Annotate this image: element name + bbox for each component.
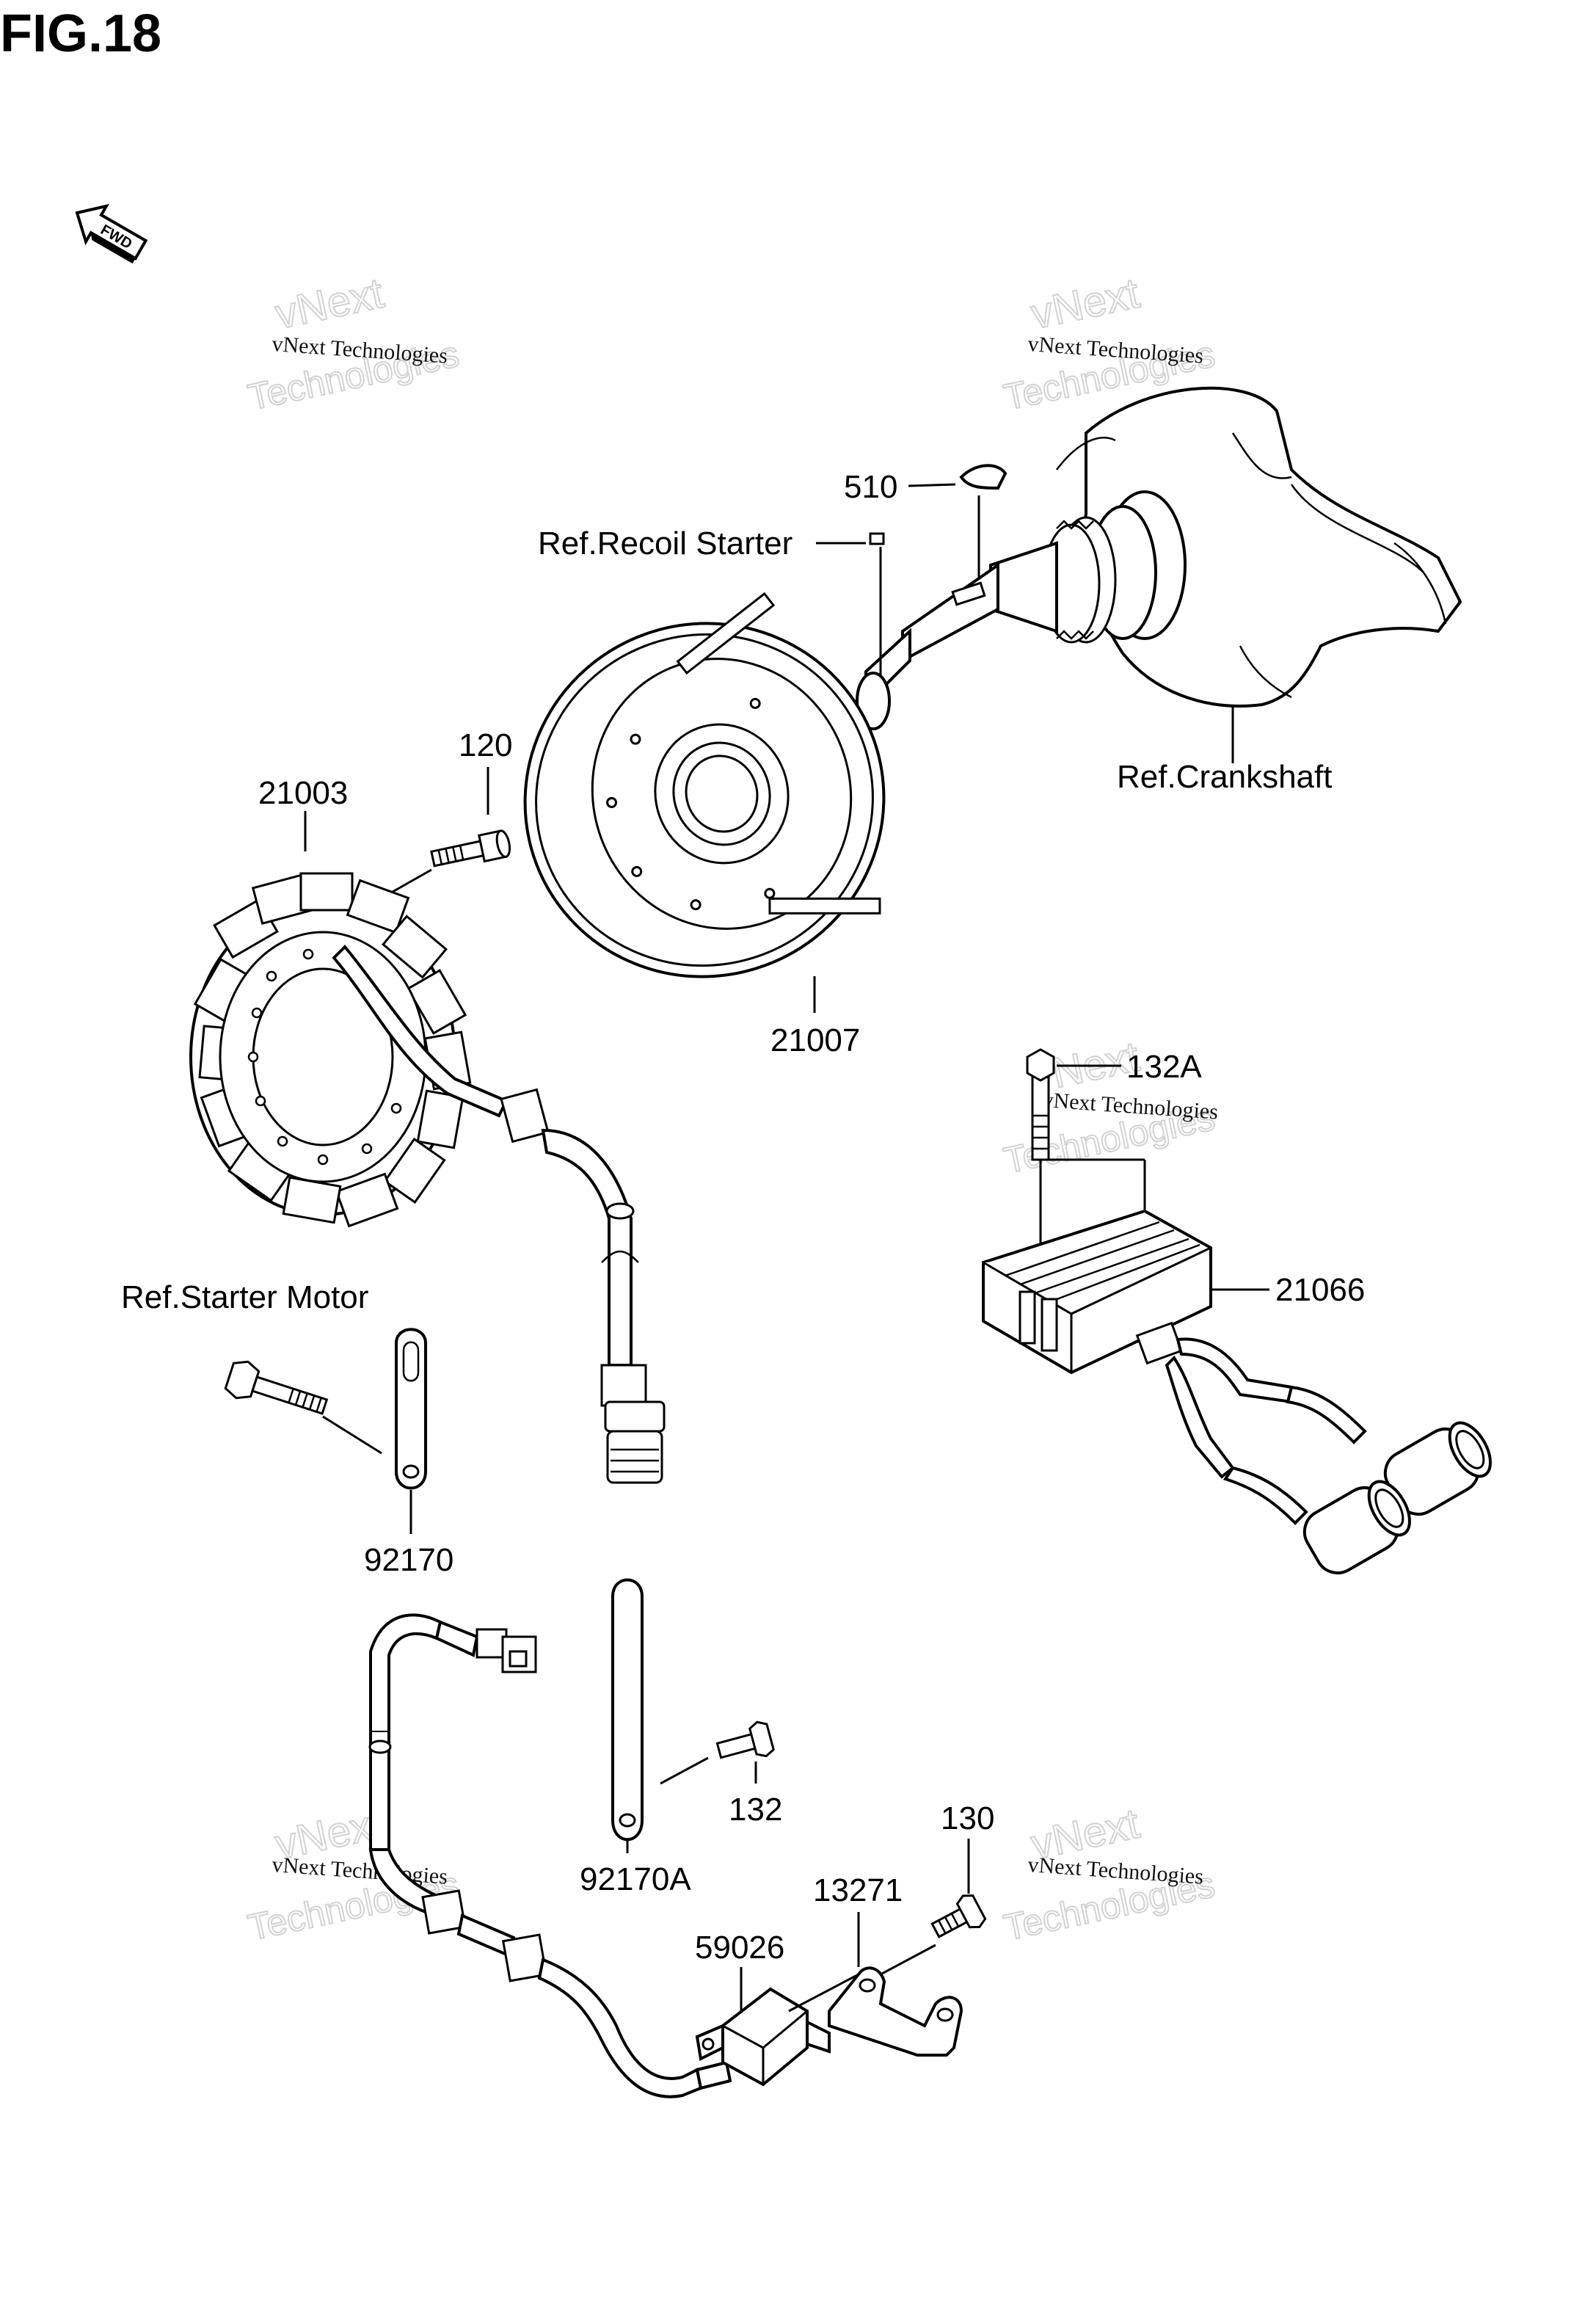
- bolt-130: [930, 1894, 987, 1938]
- fwd-arrow-icon: FWD: [75, 203, 148, 264]
- callout-120: 120: [459, 727, 512, 763]
- callout-92170a: 92170A: [580, 1861, 691, 1897]
- regulator-rectifier-21066: [982, 1158, 1492, 1574]
- callout-21003: 21003: [258, 775, 348, 811]
- callout-130: 130: [941, 1800, 994, 1836]
- leader-starter-motor: [322, 1415, 382, 1455]
- callout-recoil-starter: Ref.Recoil Starter: [538, 526, 792, 561]
- stator-21003: [189, 872, 666, 1484]
- leader-13271-bolt: [880, 1944, 936, 1976]
- bolt-132: [715, 1720, 775, 1759]
- leader-510: [908, 483, 956, 487]
- callout-21007: 21007: [770, 1022, 860, 1058]
- watermark-outline-top: vNext: [272, 269, 388, 338]
- starter-motor-bolt: [224, 1360, 329, 1415]
- pickup-harness: [368, 1613, 831, 2098]
- figure-title: FIG.18: [0, 4, 161, 63]
- callout-21066: 21066: [1275, 1272, 1365, 1308]
- leader-59026-bracket: [788, 1973, 859, 2013]
- watermark-outline-top: vNext: [1027, 269, 1144, 338]
- bolt-120: [430, 829, 511, 868]
- callout-132: 132: [729, 1792, 782, 1828]
- callout-59026: 59026: [695, 1930, 784, 1966]
- ground-strap-92170a: [611, 1578, 644, 1842]
- bracket-13271: [828, 1966, 963, 2057]
- callout-crankshaft: Ref.Crankshaft: [1117, 759, 1332, 795]
- leader-120-stator: [392, 868, 432, 893]
- recoil-starter-key-icon: [869, 532, 885, 545]
- ground-strap-92170: [395, 1328, 427, 1490]
- flywheel-21007: [523, 592, 886, 978]
- callout-92170: 92170: [364, 1542, 453, 1578]
- crankshaft-part: [856, 386, 1462, 730]
- woodruff-key-510: [959, 464, 1007, 490]
- bolt-132a: [1026, 1048, 1055, 1161]
- callout-13271: 13271: [813, 1872, 903, 1908]
- callout-132a: 132A: [1126, 1049, 1202, 1085]
- callout-starter-motor: Ref.Starter Motor: [121, 1279, 368, 1315]
- callout-510: 510: [844, 469, 897, 505]
- leader-92170a-bolt: [660, 1756, 709, 1785]
